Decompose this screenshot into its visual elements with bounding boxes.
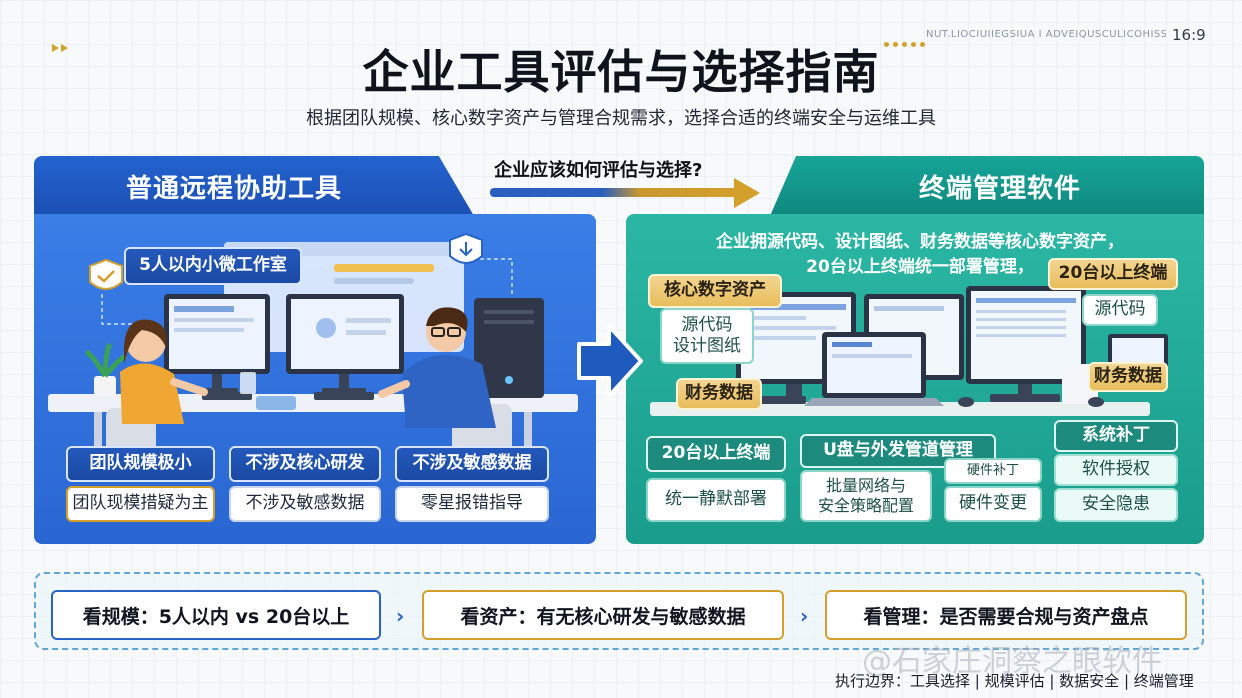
- criterion-management: 看管理：是否需要合规与资产盘点: [825, 590, 1187, 640]
- arrow-right-icon: [490, 188, 740, 197]
- tag-code-design: 源代码 设计图纸: [660, 308, 754, 364]
- big-arrow-right-icon: [577, 324, 643, 398]
- tag-over20-top: 20台以上终端: [1048, 258, 1178, 290]
- scene-tag-small-studio: 5人以内小微工作室: [124, 247, 302, 285]
- tag-source-code: 源代码: [1082, 294, 1158, 326]
- left-feature-3: 不涉及敏感数据: [395, 446, 549, 482]
- checklist-shield-icon: [89, 258, 123, 290]
- tag-silent-deploy: 统一静默部署: [646, 478, 786, 522]
- right-description-line1: 企业拥源代码、设计图纸、财务数据等核心数字资产，: [716, 232, 1124, 252]
- criterion-assets: 看资产：有无核心研发与敏感数据: [422, 590, 784, 640]
- left-panel-title: 普通远程协助工具: [125, 174, 342, 204]
- tag-system-patch: 系统补丁: [1054, 420, 1178, 452]
- tag-security-risk: 安全隐患: [1054, 488, 1178, 522]
- left-feature-2: 不涉及核心研发: [229, 446, 381, 482]
- chevron-right-icon: ›: [800, 604, 809, 628]
- page-title: 企业工具评估与选择指南: [362, 45, 880, 99]
- left-feature-1: 团队规模极小: [66, 446, 215, 482]
- page-subtitle: 根据团队规模、核心数字资产与管理合规需求，选择合适的终端安全与运维工具: [306, 108, 936, 129]
- aspect-ratio-label: 16:9: [1172, 26, 1206, 44]
- left-detail-3: 零星报错指导: [395, 486, 549, 522]
- dots-decoration-icon: [884, 32, 929, 51]
- tag-finance-right: 财务数据: [1088, 362, 1168, 392]
- office-scene-illustration: [48, 232, 578, 456]
- play-arrows-icon: [52, 37, 76, 52]
- chevron-right-icon: ›: [396, 604, 405, 628]
- tag-core-assets: 核心数字资产: [648, 274, 782, 308]
- tag-hardware-patch: 硬件补丁: [944, 458, 1042, 484]
- right-panel-title: 终端管理软件: [918, 174, 1081, 204]
- man-person-icon: [378, 307, 512, 454]
- tag-network-policy: 批量网络与 安全策略配置: [800, 470, 932, 522]
- tag-software-license: 软件授权: [1054, 454, 1178, 486]
- watermark: @石家庄洞察之眼软件: [862, 644, 1162, 679]
- download-shield-icon: [449, 232, 483, 264]
- left-panel-tab: [34, 156, 474, 216]
- right-panel-description: 企业拥源代码、设计图纸、财务数据等核心数字资产， 20台以上终端统一部署管理，: [660, 230, 1180, 279]
- left-detail-2: 不涉及敏感数据: [229, 486, 381, 522]
- footer-boundary: 执行边界：工具选择 | 规模评估 | 数据安全 | 终端管理: [835, 672, 1194, 690]
- tag-over20-bottom: 20台以上终端: [646, 436, 786, 472]
- tag-hardware-change: 硬件变更: [944, 486, 1042, 522]
- right-panel-tab: [770, 156, 1204, 216]
- evaluation-question: 企业应该如何评估与选择?: [494, 160, 703, 181]
- header-caption: NUT.LIOCIUIIEGSIUA I ADVEIQUSCULICOHISSU…: [926, 29, 1166, 40]
- woman-person-icon: [106, 319, 208, 456]
- tag-finance-data: 财务数据: [676, 378, 762, 410]
- right-description-line2: 20台以上终端统一部署管理，: [806, 256, 1034, 277]
- arrow-head-icon: [734, 178, 760, 208]
- left-detail-1: 团队现模措疑为主: [66, 486, 215, 522]
- criterion-scale: 看规模：5人以内 vs 20台以上: [51, 590, 381, 640]
